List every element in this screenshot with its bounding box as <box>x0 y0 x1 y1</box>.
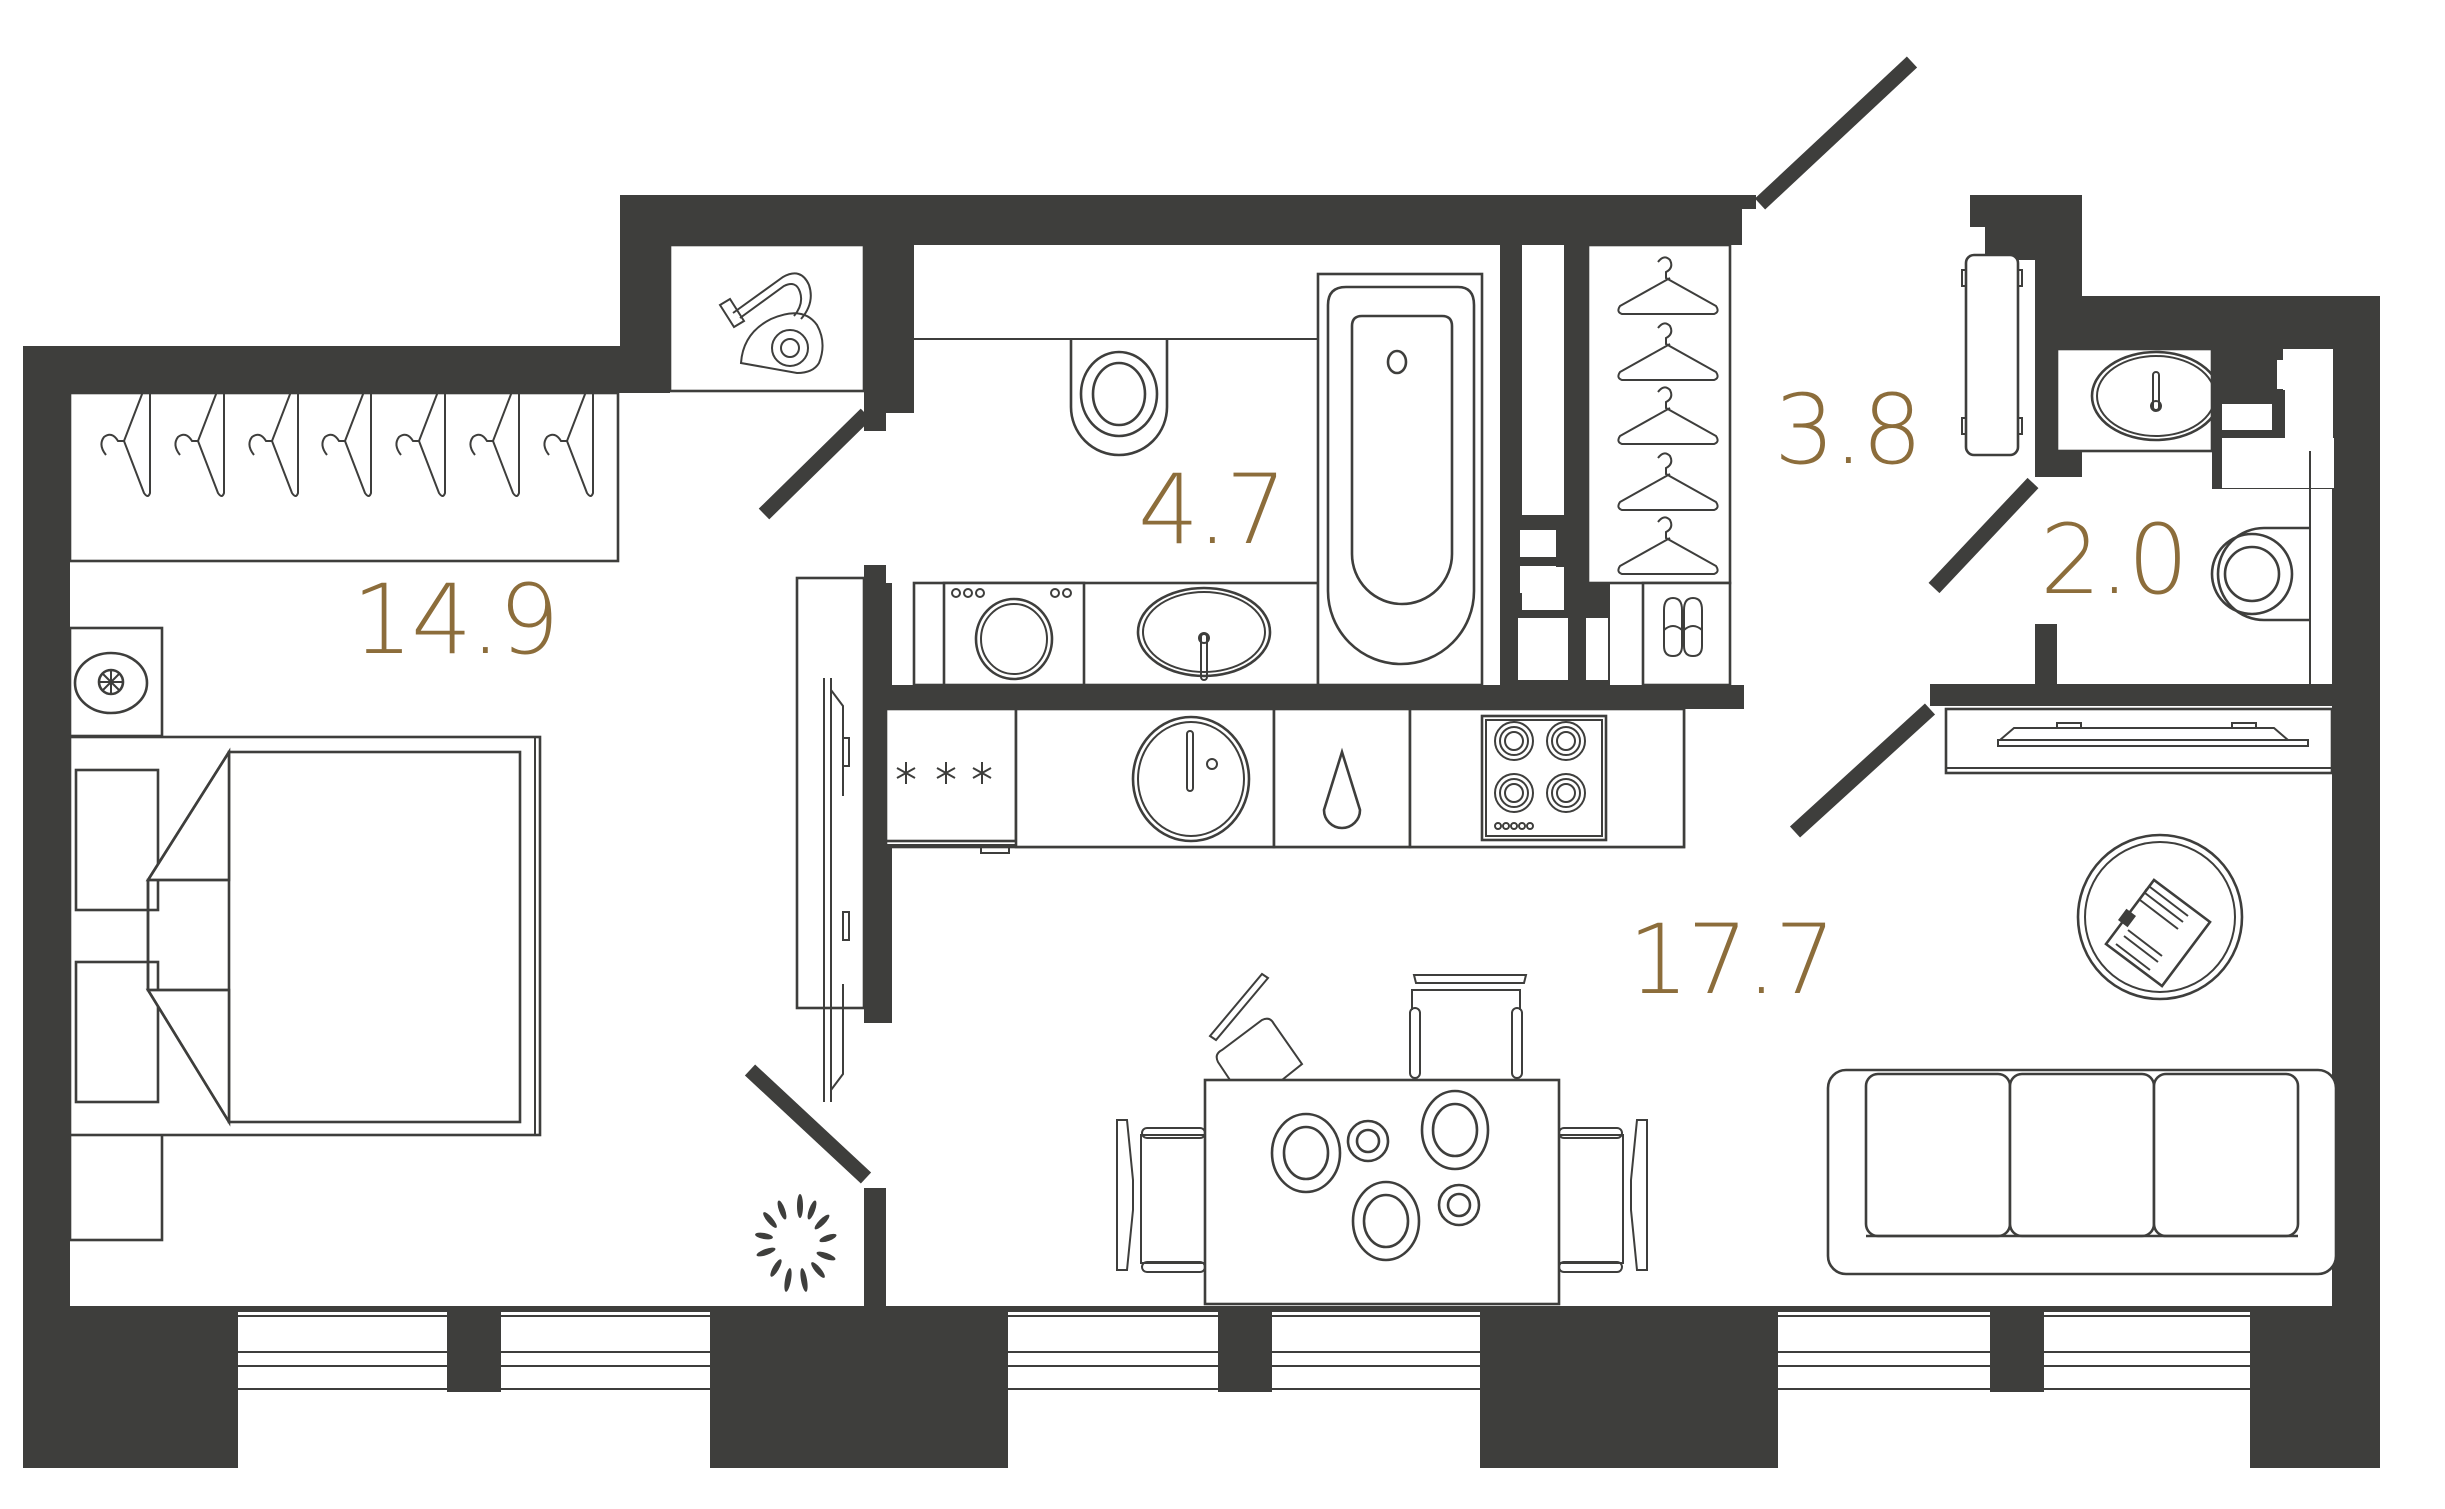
room-area-kitchen-living: 17.7 <box>1628 904 1836 1016</box>
toilet-icon <box>2210 526 2310 622</box>
nightstand-lamp-icon <box>68 626 164 738</box>
door-wc <box>1928 477 2039 594</box>
dining-table-icon <box>1116 972 1648 1306</box>
door-living <box>1789 703 1936 838</box>
coffee-table-newspaper-icon <box>2076 833 2244 1001</box>
room-area-bathroom: 4.7 <box>1138 454 1287 566</box>
bathtub-icon <box>1316 272 1484 687</box>
slippers-icon <box>1641 581 1732 687</box>
chair-icon <box>1558 1119 1648 1273</box>
cooktop-icon <box>1408 707 1686 849</box>
tv-icon <box>1944 707 2334 775</box>
room-area-wc: 2.0 <box>2040 504 2189 616</box>
wc-fixtures <box>2055 347 2311 684</box>
door-bedroom-closet <box>758 408 872 520</box>
bathroom-shaft-openings <box>1518 274 1608 680</box>
door-bedroom <box>744 1064 872 1184</box>
doors <box>744 56 2039 1184</box>
kitchen-sink-icon <box>1014 707 1276 849</box>
chair-icon <box>1208 972 1304 1081</box>
shoe-rack-bench-icon <box>1961 253 2023 457</box>
chair-icon <box>1116 1119 1206 1273</box>
wc-shaft-openings <box>2222 349 2334 488</box>
chair-icon <box>1409 974 1528 1079</box>
washbasin-icon <box>1136 586 1272 681</box>
double-bed-icon <box>68 735 542 1137</box>
door-entrance <box>1754 56 1918 210</box>
room-area-bedroom: 14.9 <box>352 564 560 676</box>
washing-machine-icon <box>942 581 1086 687</box>
vacuum-cleaner-icon <box>668 243 866 393</box>
coat-hangers-icon <box>1586 243 1732 585</box>
houseplant-icon <box>755 1194 837 1292</box>
tv-icon <box>795 576 866 1102</box>
room-area-hallway: 3.8 <box>1774 374 1923 486</box>
fridge-freezer-icon <box>884 707 1018 854</box>
toilet-icon <box>1069 339 1169 457</box>
wardrobe-hangers-icon <box>68 386 620 563</box>
sofa-icon <box>1826 1068 2338 1276</box>
windows <box>23 1309 2380 1468</box>
water-drop-icon <box>1272 707 1412 849</box>
